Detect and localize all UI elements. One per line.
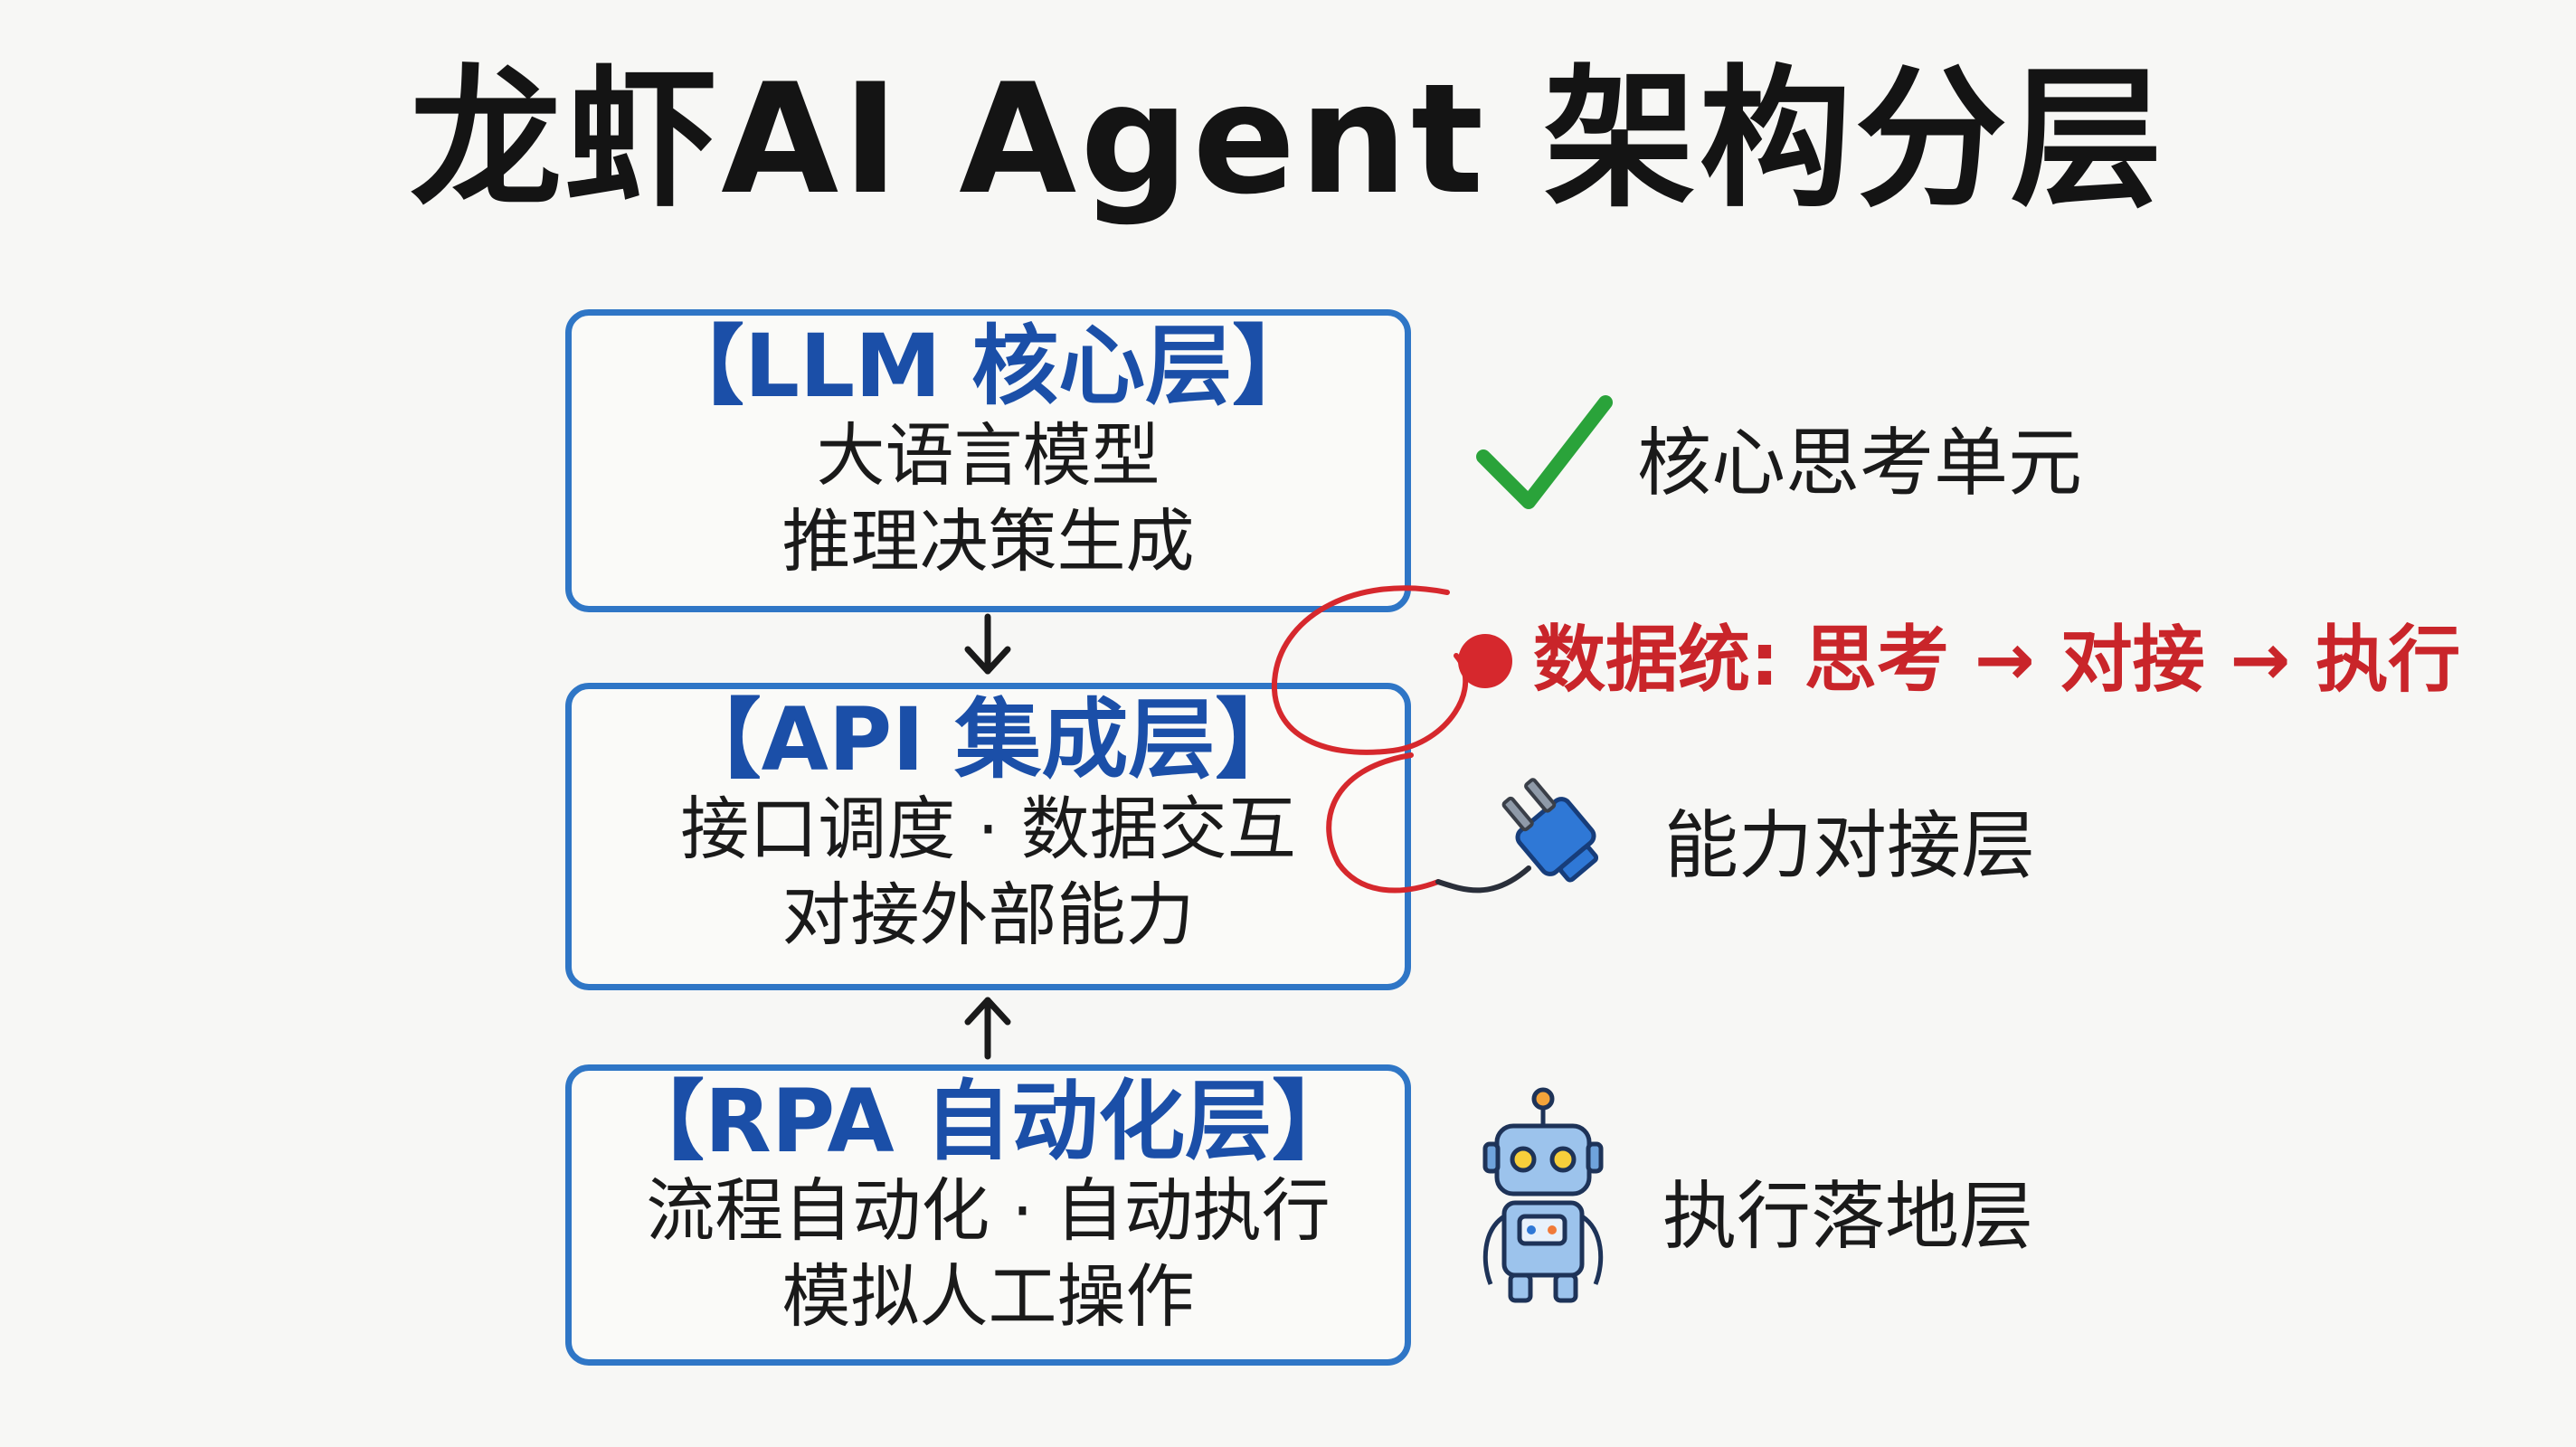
api-layer-line-1: 接口调度 · 数据交互 (680, 788, 1296, 869)
arrow-down-icon (964, 613, 1011, 675)
api-side-label: 能力对接层 (1664, 803, 2036, 889)
data-flow-dot (1458, 634, 1512, 688)
arrow-up-icon (964, 997, 1011, 1060)
llm-layer-box: 【LLM 核心层】 大语言模型 推理决策生成 (565, 309, 1411, 612)
rpa-layer-line-1: 流程自动化 · 自动执行 (646, 1169, 1331, 1251)
llm-layer-line-2: 推理决策生成 (781, 500, 1195, 582)
llm-layer-line-1: 大语言模型 (816, 414, 1160, 496)
robot-icon (1482, 1087, 1604, 1303)
api-layer-heading: 【API 集成层】 (674, 689, 1302, 790)
checkmark-icon (1476, 395, 1613, 509)
llm-side-label: 核心思考单元 (1637, 421, 2083, 506)
plug-icon (1435, 778, 1599, 894)
api-layer-line-2: 对接外部能力 (781, 874, 1195, 955)
llm-layer-heading: 【LLM 核心层】 (657, 316, 1320, 417)
page-title: 龙虾AI Agent 架构分层 (410, 51, 2166, 228)
data-flow-label: 数据统: 思考 → 对接 → 执行 (1533, 618, 2461, 702)
rpa-layer-line-2: 模拟人工操作 (781, 1255, 1195, 1337)
rpa-side-label: 执行落地层 (1662, 1174, 2034, 1260)
rpa-layer-heading: 【RPA 自动化层】 (617, 1071, 1359, 1172)
rpa-layer-box: 【RPA 自动化层】 流程自动化 · 自动执行 模拟人工操作 (565, 1064, 1411, 1366)
api-layer-box: 【API 集成层】 接口调度 · 数据交互 对接外部能力 (565, 683, 1411, 990)
